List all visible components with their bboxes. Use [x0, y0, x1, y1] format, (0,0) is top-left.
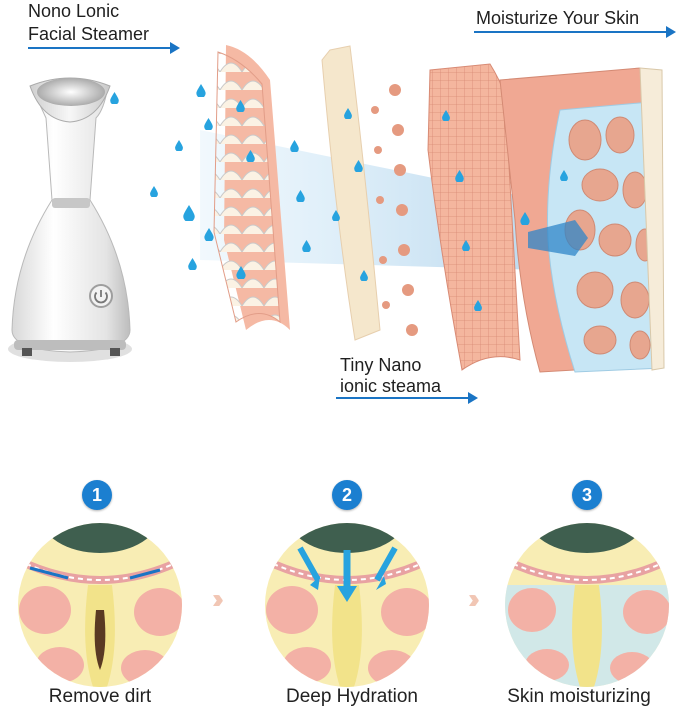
facial-steamer-device [8, 77, 132, 362]
device-label-line2: Facial Steamer [28, 24, 150, 44]
moisturize-label: Moisturize Your Skin [476, 8, 640, 28]
chevron-right-icon: ››› [468, 583, 480, 614]
step-3-illustration [505, 523, 669, 687]
step-3-label: Skin moisturizing [507, 686, 651, 707]
step-2-label: Deep Hydration [285, 686, 419, 707]
moisturize-arrow [474, 26, 676, 38]
device-label-line1: Nono Lonic [28, 1, 120, 21]
nano-label-line2: ionic steama [340, 376, 442, 396]
step-1-illustration [18, 523, 182, 687]
step-3-badge: 3 [572, 480, 602, 510]
step-2-illustration [265, 523, 429, 687]
step-1-label: Remove dirt [48, 686, 152, 707]
nano-label-line1: Tiny Nano [340, 355, 422, 375]
nano-arrow [336, 392, 478, 404]
device-arrow [28, 42, 180, 54]
step-2-badge: 2 [332, 480, 362, 510]
step-1-badge: 1 [82, 480, 112, 510]
chevron-right-icon: ››› [212, 583, 224, 614]
